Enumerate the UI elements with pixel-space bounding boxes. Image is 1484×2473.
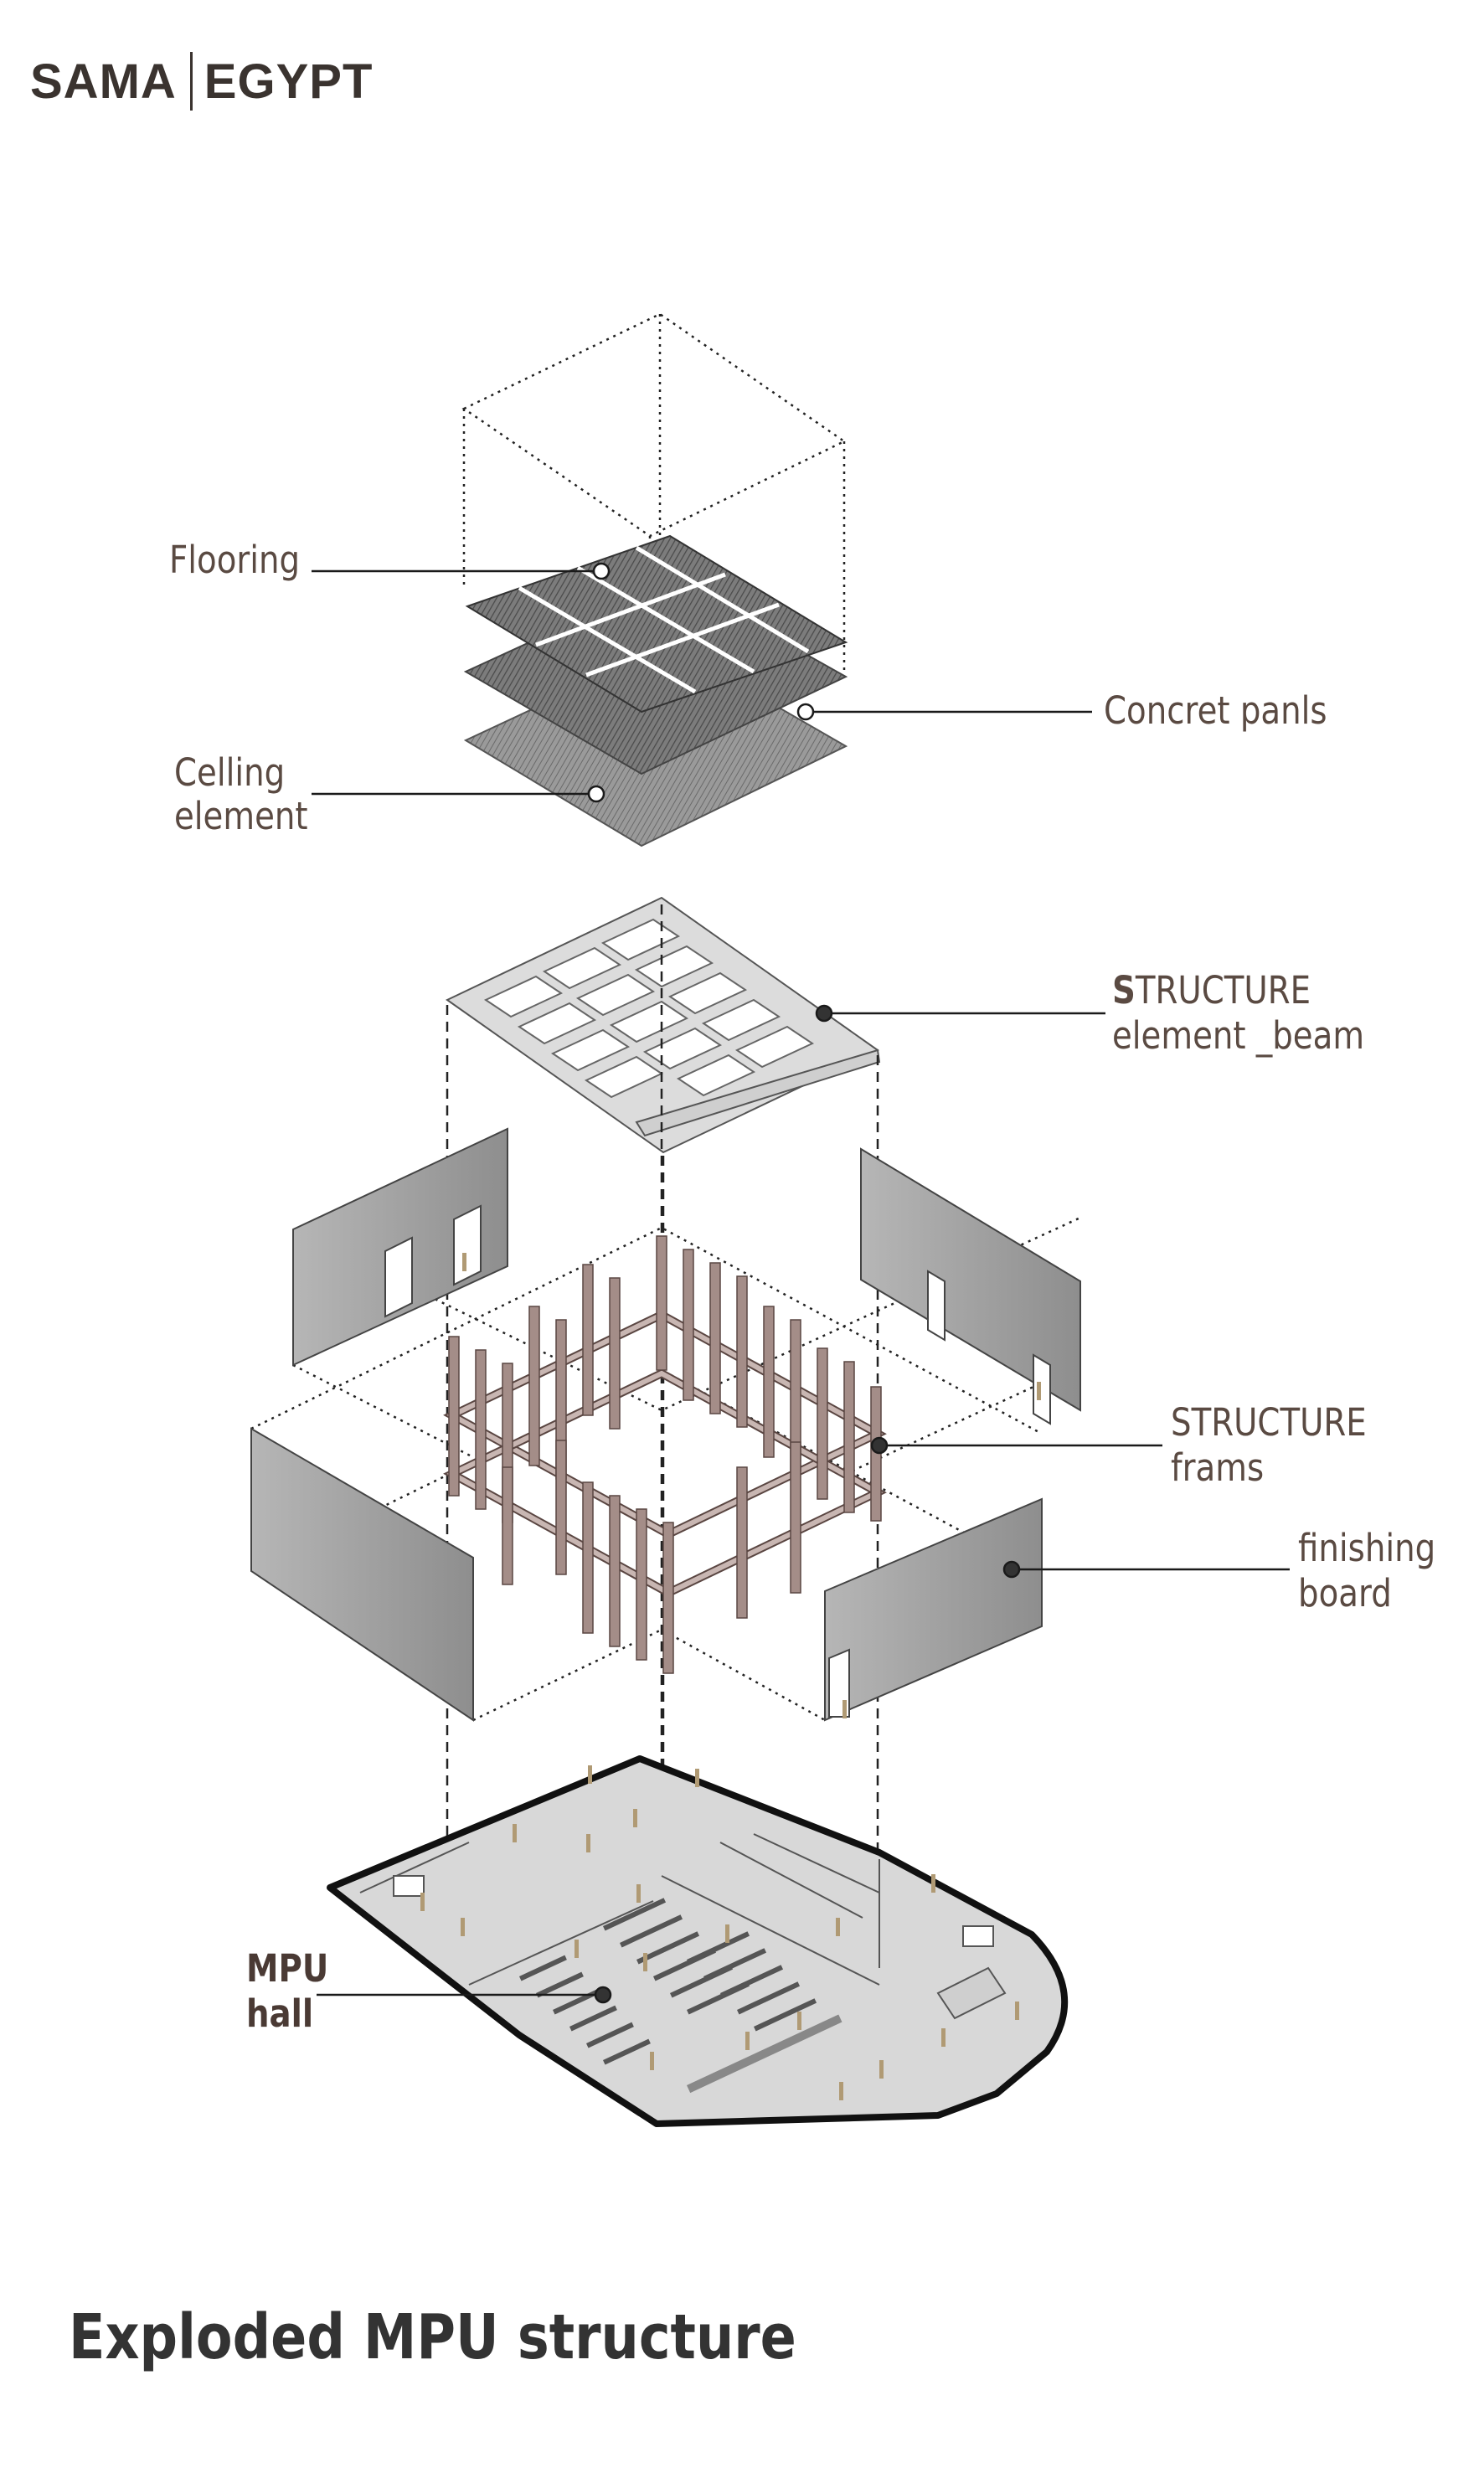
brand-logo: SAMA EGYPT: [30, 52, 373, 111]
beam-marker: [815, 1004, 833, 1023]
finishing-marker: [1002, 1560, 1021, 1579]
leader-lines: [312, 569, 1290, 1996]
mpu-marker: [594, 1986, 612, 2004]
flooring-marker: [592, 562, 611, 580]
label-structure-beam-line1: STRUCTURE: [1112, 968, 1311, 1013]
beam-grid: [446, 896, 881, 1154]
label-structure-frames-line2: frams: [1171, 1445, 1265, 1490]
brand-left: SAMA: [30, 54, 177, 109]
ceiling-marker: [587, 785, 605, 803]
wall-back-right: [860, 1147, 1081, 1412]
frames-marker: [870, 1436, 889, 1455]
brand-separator: [189, 52, 193, 111]
leader-markers: [587, 562, 1021, 2004]
label-ceiling-line1: Celling: [174, 750, 286, 795]
label-structure-frames-line1: STRUCTURE: [1171, 1400, 1367, 1445]
label-structure-beam-line2: element _beam: [1112, 1013, 1365, 1058]
finishing-walls: [250, 1127, 1081, 1722]
wall-front-left: [250, 1427, 474, 1722]
label-structure-beam-initial: S: [1112, 968, 1136, 1012]
dotted-box-outline: [461, 312, 847, 712]
label-mpu-line2: hall: [246, 1991, 314, 2036]
diagram-title: Exploded MPU structure: [69, 2301, 796, 2373]
brand-right: EGYPT: [204, 54, 374, 109]
concrete-panels-marker: [796, 703, 815, 721]
label-mpu-line1: MPU: [246, 1946, 329, 1991]
label-ceiling-line2: element: [174, 794, 308, 838]
mpu-floor-plan: [327, 1253, 1069, 2127]
wall-front-right: [824, 1497, 1043, 1722]
label-finishing-line1: finishing: [1298, 1526, 1436, 1570]
panel-stack: [463, 534, 848, 848]
structure-frames: [443, 1235, 887, 1674]
label-flooring: Flooring: [169, 538, 301, 582]
label-concrete-panels: Concret panls: [1104, 688, 1327, 733]
label-structure-beam-rest: TRUCTURE: [1135, 968, 1311, 1012]
label-finishing-line2: board: [1298, 1571, 1392, 1615]
